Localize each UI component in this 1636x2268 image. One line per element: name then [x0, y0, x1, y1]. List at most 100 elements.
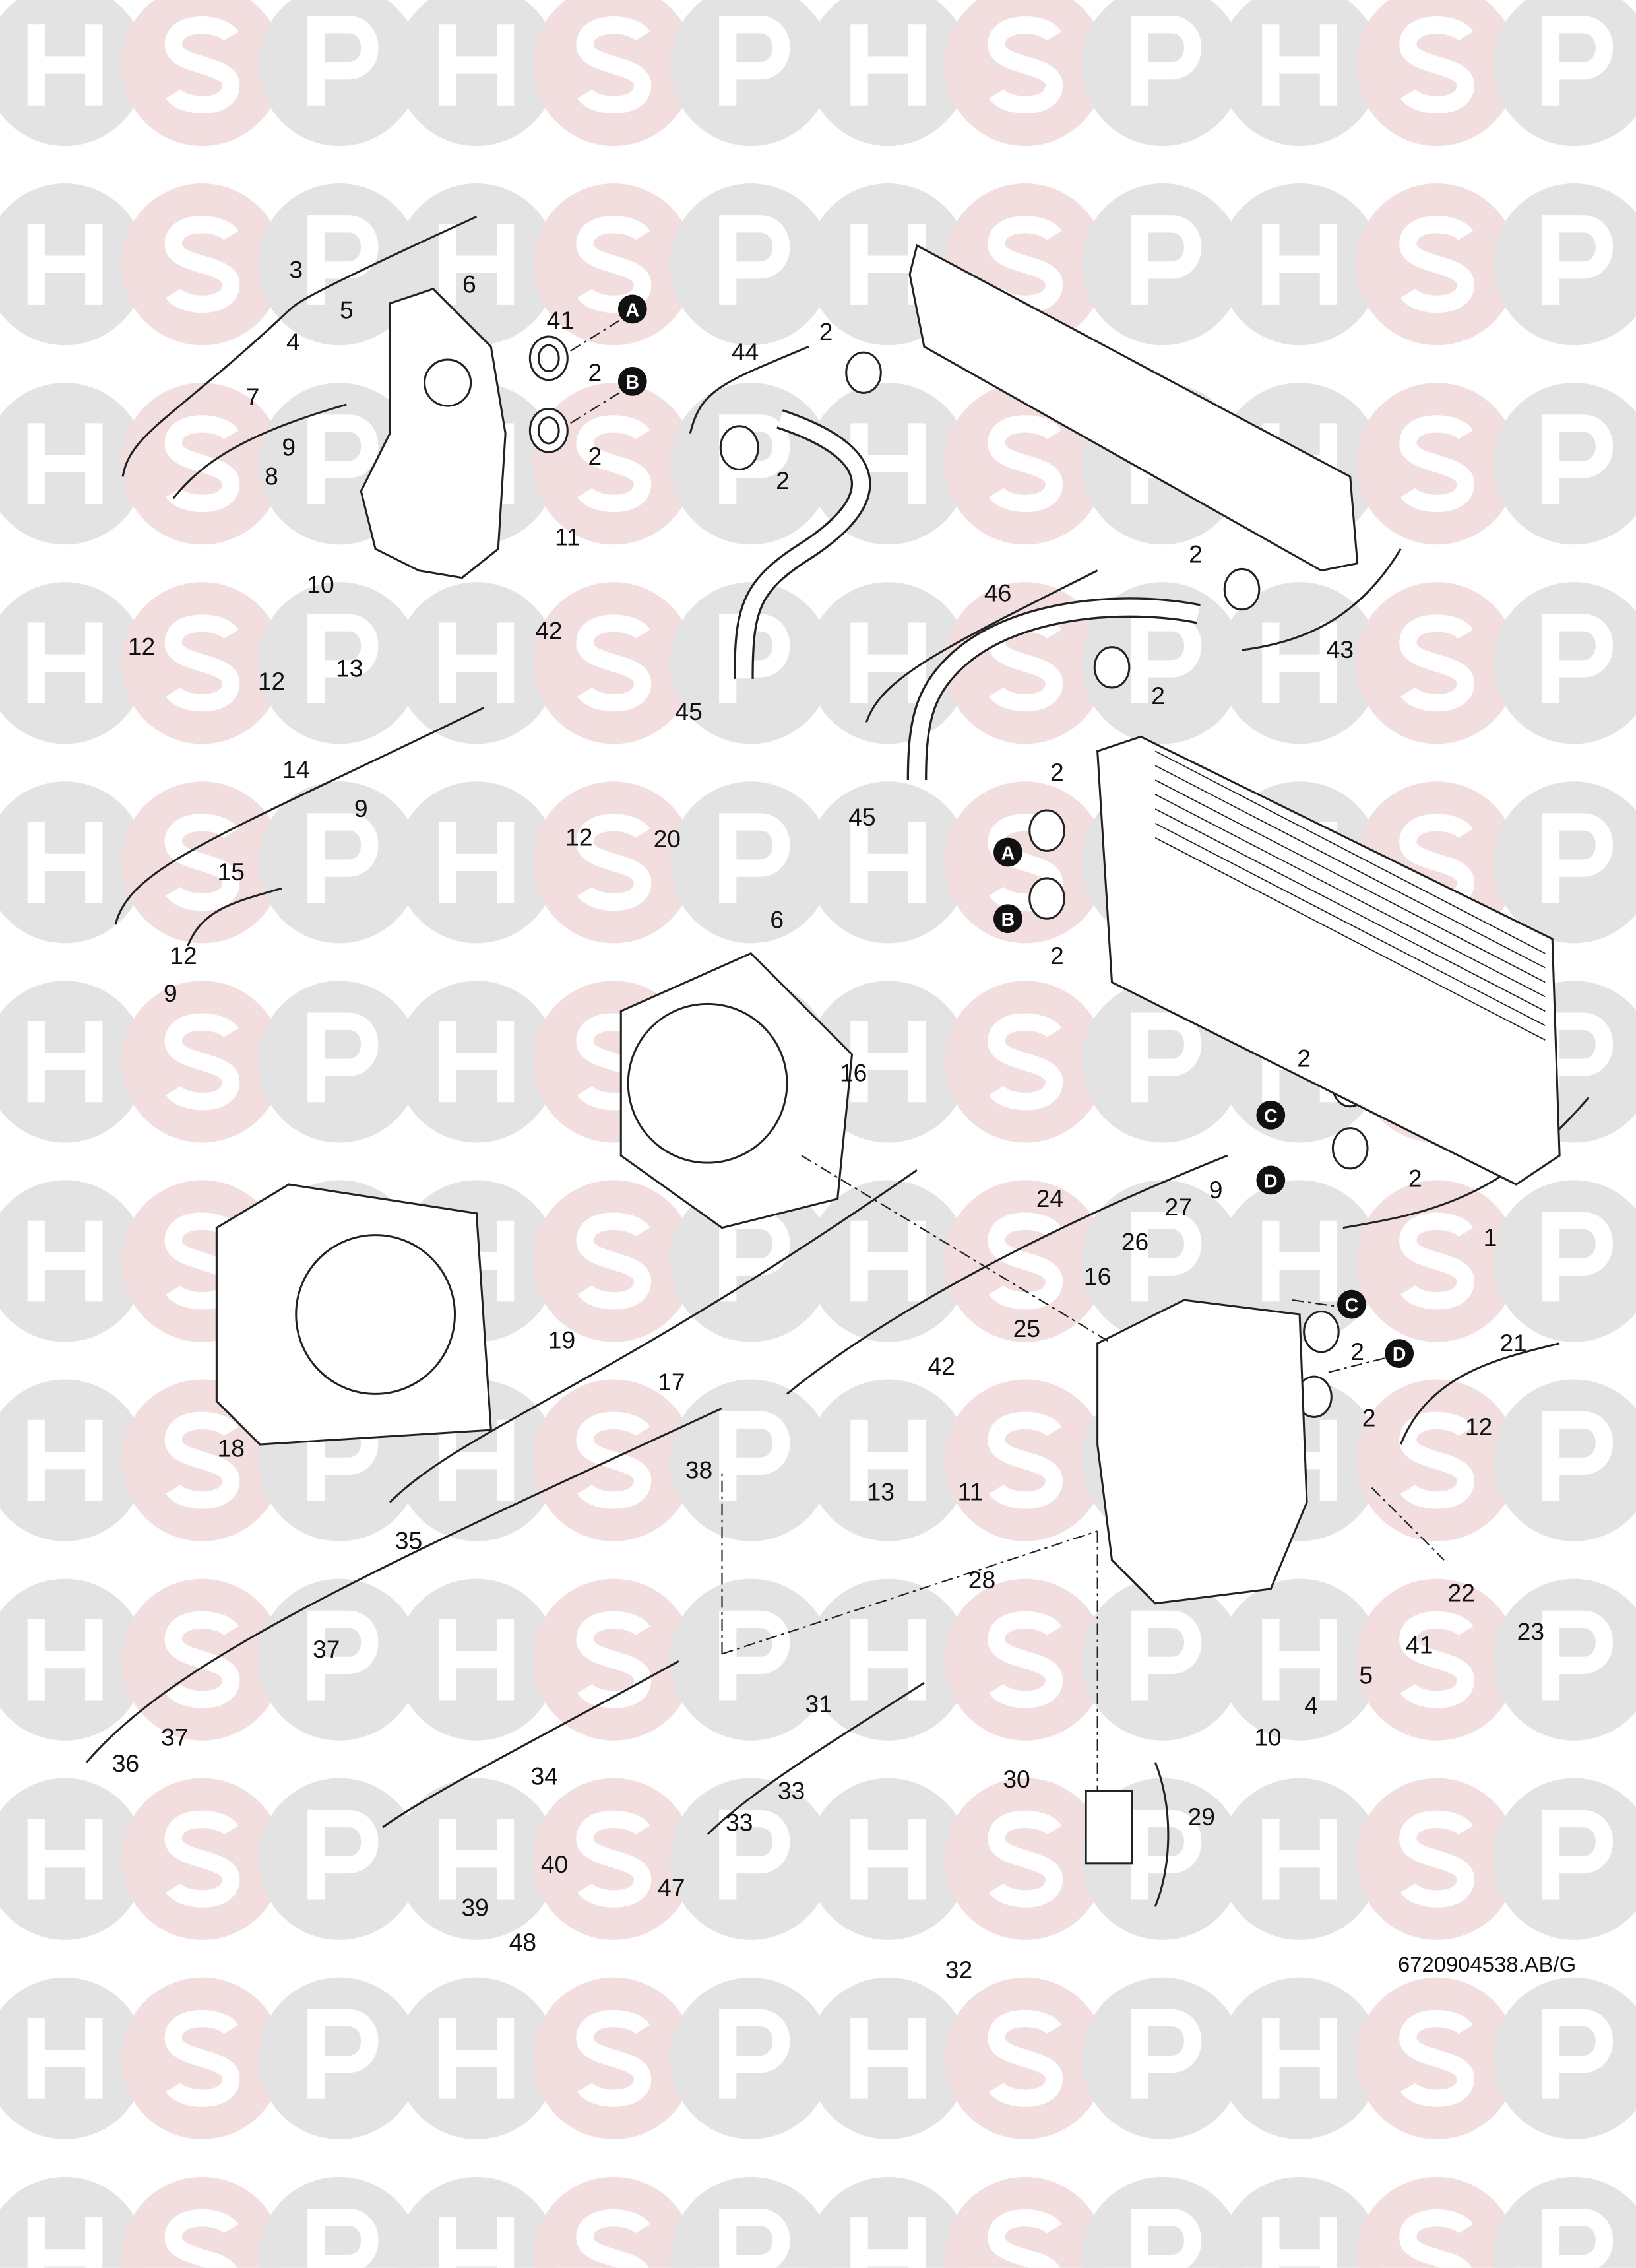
- watermark-s-logo: [944, 1977, 1106, 2139]
- pump-housing: [619, 952, 854, 1229]
- part-number-callout: 12: [565, 824, 593, 852]
- part-number-callout: 41: [1406, 1631, 1433, 1660]
- watermark-h-logo: [0, 582, 146, 744]
- part-number-callout: 31: [805, 1691, 833, 1718]
- watermark-h-logo: [0, 0, 146, 146]
- watermark-s-logo: [121, 781, 284, 944]
- watermark-s-logo: [1356, 1379, 1518, 1541]
- watermark-p-logo: [1081, 2176, 1243, 2268]
- part-number-callout: 3: [289, 256, 303, 284]
- part-number-callout: 10: [1254, 1724, 1282, 1752]
- watermark-p-logo: [258, 1977, 420, 2139]
- watermark-s-logo: [121, 183, 284, 346]
- watermark-h-logo: [0, 383, 146, 545]
- watermark-p-logo: [670, 0, 832, 146]
- watermark-s-logo: [1356, 2176, 1518, 2268]
- part-number-callout: 43: [1326, 636, 1354, 664]
- part-number-callout: 9: [1209, 1176, 1223, 1204]
- brace-29: [1154, 1762, 1170, 1908]
- watermark-p-logo: [1493, 1379, 1636, 1541]
- part-number-callout: 2: [1151, 682, 1165, 710]
- part-number-callout: 34: [530, 1763, 558, 1791]
- seals: [528, 335, 1369, 1418]
- watermark-s-logo: [532, 0, 695, 146]
- watermark-p-logo: [670, 183, 832, 346]
- watermark-s-logo: [1356, 1977, 1518, 2139]
- watermark-p-logo: [1493, 1977, 1636, 2139]
- part-number-callout: 29: [1187, 1803, 1215, 1831]
- watermark-h-logo: [0, 2176, 146, 2268]
- watermark-p-logo: [1493, 183, 1636, 346]
- connection-badge: C: [1337, 1289, 1366, 1319]
- part-number-callout: 11: [554, 523, 581, 552]
- part-number-callout: 2: [1297, 1045, 1311, 1073]
- watermark-s-logo: [1356, 1778, 1518, 1940]
- part-number-callout: 2: [588, 358, 602, 387]
- watermark-s-logo: [532, 1578, 695, 1741]
- watermark-s-logo: [1356, 1180, 1518, 1342]
- watermark-h-logo: [395, 0, 557, 146]
- watermark-s-logo: [532, 1379, 695, 1541]
- connector-29: [1085, 1790, 1133, 1865]
- part-number-callout: 14: [282, 756, 310, 784]
- watermark-s-logo: [944, 1778, 1106, 1940]
- part-number-callout: 40: [540, 1851, 569, 1879]
- watermark-h-logo: [0, 1180, 146, 1342]
- watermark-p-logo: [1081, 1977, 1243, 2139]
- part-number-callout: 8: [265, 463, 278, 491]
- part-number-callout: 45: [848, 804, 876, 831]
- watermark-s-logo: [532, 2176, 695, 2268]
- watermark-p-logo: [258, 1578, 420, 1741]
- part-number-callout: 33: [726, 1809, 753, 1837]
- watermark-h-logo: [0, 1778, 146, 1940]
- watermark-s-logo: [121, 981, 284, 1143]
- part-number-callout: 4: [286, 328, 300, 356]
- watermark-h-logo: [1218, 1977, 1381, 2139]
- watermark-p-logo: [258, 781, 420, 944]
- part-number-callout: 2: [776, 467, 790, 495]
- part-number-callout: 6: [770, 906, 784, 934]
- watermark-s-logo: [1356, 1578, 1518, 1741]
- watermark-p-logo: [1493, 582, 1636, 744]
- part-number-callout: 44: [731, 339, 759, 366]
- watermark-s-logo: [944, 2176, 1106, 2268]
- part-number-callout: 48: [509, 1929, 537, 1957]
- watermark-s-logo: [532, 1180, 695, 1342]
- watermark-s-logo: [532, 1778, 695, 1940]
- part-number-callout: 25: [1013, 1315, 1041, 1343]
- part-number-callout: 13: [336, 655, 363, 683]
- watermark-h-logo: [1218, 183, 1381, 346]
- watermark-s-logo: [1356, 383, 1518, 545]
- watermark-p-logo: [1081, 582, 1243, 744]
- watermark-s-logo: [532, 1977, 695, 2139]
- part-number-callout: 16: [1083, 1263, 1112, 1291]
- watermark-s-logo: [121, 0, 284, 146]
- part-number-callout: 37: [161, 1724, 189, 1752]
- part-number-callout: 2: [1362, 1404, 1376, 1433]
- part-number-callout: 13: [867, 1478, 895, 1507]
- watermark-h-logo: [395, 582, 557, 744]
- watermark-s-logo: [1356, 0, 1518, 146]
- part-number-callout: 12: [257, 668, 286, 696]
- part-number-callout: 38: [685, 1456, 713, 1485]
- watermark-s-logo: [532, 183, 695, 346]
- watermark-h-logo: [395, 1778, 557, 1940]
- watermark-s-logo: [944, 1578, 1106, 1741]
- pipe-44-inner: [736, 411, 869, 679]
- part-number-callout: 2: [1050, 942, 1064, 970]
- part-number-callout: 10: [307, 571, 334, 599]
- watermark-s-logo: [1356, 582, 1518, 744]
- watermark-p-logo: [258, 1778, 420, 1940]
- part-number-callout: 19: [548, 1326, 576, 1355]
- connection-badge: A: [617, 294, 647, 324]
- watermark-h-logo: [0, 183, 146, 346]
- part-number-callout: 9: [163, 980, 177, 1008]
- part-number-callout: 21: [1499, 1329, 1527, 1357]
- reference-code: 6720904538.AB/G: [1397, 1953, 1577, 1978]
- part-number-callout: 35: [394, 1527, 423, 1555]
- watermark-h-logo: [395, 1578, 557, 1741]
- heat-exchanger-plates: [1154, 750, 1546, 1041]
- watermark-h-logo: [807, 1180, 969, 1342]
- bracket-43: [908, 243, 1359, 572]
